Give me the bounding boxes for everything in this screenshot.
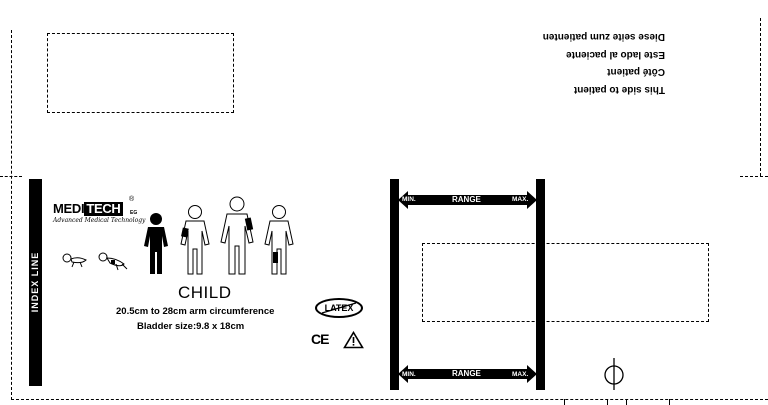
patient-side-line-fr: Côté patient xyxy=(607,66,665,78)
child-figure-selected-icon xyxy=(144,213,168,274)
range-top-max: MAX. xyxy=(512,196,529,203)
warning-triangle-icon xyxy=(343,331,364,349)
child-figure-small-outline-icon xyxy=(180,205,210,275)
index-line-label: INDEX LINE xyxy=(30,251,40,313)
ce-mark: CE xyxy=(311,331,329,347)
range-arrow-bottom xyxy=(398,365,537,383)
brand-name-part2: TECH xyxy=(84,201,123,216)
patient-side-line-es: Este lado al paciente xyxy=(566,49,665,60)
latex-strike-line xyxy=(321,302,357,314)
bladder-size-text: Bladder size:9.8 x 18cm xyxy=(137,321,245,332)
index-line-bar xyxy=(29,179,42,386)
range-post-left xyxy=(390,179,399,390)
range-bottom-max: MAX. xyxy=(512,371,529,378)
brand-suffix: EG xyxy=(130,210,138,216)
range-bottom-label: RANGE xyxy=(452,369,481,378)
artery-symbol-icon xyxy=(604,358,624,390)
brand-tagline: Advanced Medical Technology xyxy=(53,217,146,224)
velcro-area xyxy=(422,243,709,322)
outline-right xyxy=(760,18,761,176)
patient-side-text: This side to patient Côté patient Este l… xyxy=(520,28,665,98)
infant-lying-icon xyxy=(62,253,87,268)
outline-bottom xyxy=(11,399,768,400)
baby-lying-icon xyxy=(98,252,128,271)
range-arrow-top xyxy=(398,191,537,209)
outline-left xyxy=(11,30,12,400)
range-post-right xyxy=(536,179,545,390)
adult-figure-thigh-outline-icon xyxy=(264,205,294,275)
range-top-min: MIN. xyxy=(402,196,416,203)
registered-mark: ® xyxy=(129,196,135,203)
brand-name-part1: MEDI xyxy=(53,201,85,216)
arm-circumference-text: 20.5cm to 28cm arm circumference xyxy=(116,306,275,317)
tab-mark-3 xyxy=(626,399,627,405)
latex-symbol: LATEX xyxy=(315,298,363,318)
patient-side-line-de: Diese seite zum patienten xyxy=(542,31,665,43)
patient-side-line-en: This side to patient xyxy=(573,84,665,95)
fold-line-right xyxy=(740,176,768,177)
tab-mark-2 xyxy=(607,399,608,405)
label-area-top-left xyxy=(47,33,234,113)
cuff-size-label: CHILD xyxy=(178,283,232,302)
fold-line-left xyxy=(0,176,22,177)
adult-figure-outline-icon xyxy=(220,196,254,275)
tab-mark-1 xyxy=(564,399,565,405)
range-bottom-min: MIN. xyxy=(402,371,416,378)
tab-mark-4 xyxy=(669,399,670,405)
range-top-label: RANGE xyxy=(452,195,481,204)
